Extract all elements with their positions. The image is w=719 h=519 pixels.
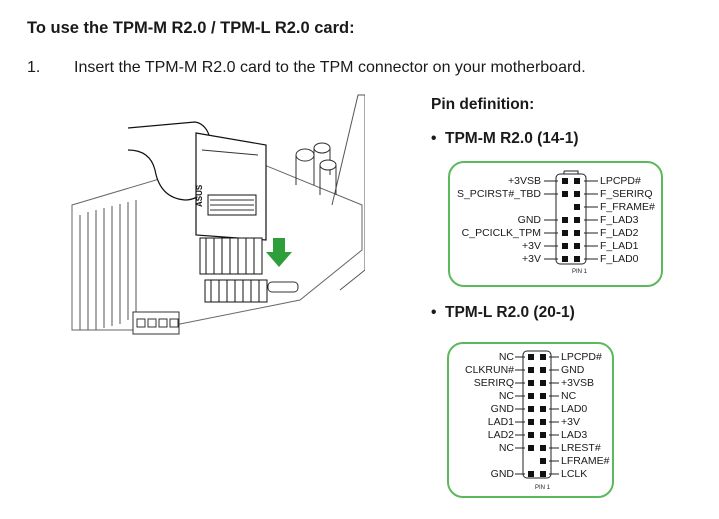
tpm-m-right-pin-1: LPCPD# [600, 175, 641, 187]
tpm-l-left-pin-8: NC [498, 442, 514, 454]
tpm-l-left-pin-4: NC [498, 390, 514, 402]
tpm-l-right-pin-3: +3VSB [561, 377, 594, 389]
tpm-l-left-pin-7: LAD2 [487, 429, 514, 441]
tpm-m-left-pin-7: +3V [522, 253, 541, 265]
tpm-l-right-pin-8: LREST# [561, 442, 601, 454]
tpm-m-pin-diagram: +3VSB S_PCIRST#_TBD GND C_PCICLK_TPM +3V… [448, 161, 663, 287]
tpm-l-right-pin-9: LFRAME# [561, 455, 610, 467]
tpm-install-illustration: ASUS [71, 94, 365, 335]
tpm-l-left-pin-2: CLKRUN# [464, 364, 514, 376]
tpm-l-right-pin-4: NC [561, 390, 577, 402]
tpm-l-heading: •TPM-L R2.0 (20-1) [431, 304, 575, 321]
step-text: Insert the TPM-M R2.0 card to the TPM co… [74, 59, 586, 76]
insert-arrow-icon [266, 238, 292, 267]
tpm-l-left-pin-5: GND [490, 403, 514, 415]
tpm-l-right-pin-10: LCLK [561, 468, 588, 480]
tpm-m-right-pin-2: F_SERIRQ [600, 188, 653, 200]
pin-definition-title: Pin definition: [431, 96, 535, 113]
asus-logo-text: ASUS [195, 184, 204, 207]
tpm-l-title: TPM-L R2.0 (20-1) [445, 304, 575, 321]
tpm-l-right-pin-7: LAD3 [561, 429, 588, 441]
tpm-m-pin1-label: PIN 1 [572, 269, 588, 275]
heatsink-graphic [79, 200, 137, 330]
tpm-m-heading: •TPM-M R2.0 (14-1) [431, 130, 579, 147]
tpm-l-left-pin-1: NC [498, 351, 514, 363]
tpm-m-left-pin-1: +3VSB [508, 175, 541, 187]
tpm-m-left-pin-6: +3V [522, 240, 541, 252]
tpm-m-right-pin-4: F_LAD3 [600, 214, 639, 226]
tpm-m-left-pin-5: C_PCICLK_TPM [461, 227, 541, 239]
tpm-m-header-graphic [544, 170, 598, 265]
tpm-l-left-pin-6: LAD1 [487, 416, 514, 428]
tpm-l-right-pin-6: +3V [561, 416, 580, 428]
tpm-m-right-pin-3: F_FRAME# [600, 201, 655, 213]
tpm-m-left-pin-2: S_PCIRST#_TBD [456, 188, 541, 200]
tpm-l-right-pin-2: GND [561, 364, 585, 376]
tpm-l-right-pin-1: LPCPD# [561, 351, 602, 363]
tpm-m-right-pin-6: F_LAD1 [600, 240, 639, 252]
step-number: 1. [27, 59, 41, 76]
page-heading: To use the TPM-M R2.0 / TPM-L R2.0 card: [27, 19, 355, 37]
tpm-l-header-graphic [515, 350, 559, 479]
tpm-m-title: TPM-M R2.0 (14-1) [445, 130, 579, 147]
tpm-l-pin1-label: PIN 1 [535, 485, 551, 491]
tpm-m-left-pin-4: GND [517, 214, 541, 226]
tpm-l-right-pin-5: LAD0 [561, 403, 588, 415]
tpm-l-pin-diagram: NC CLKRUN# SERIRQ NC GND LAD1 LAD2 NC GN… [447, 342, 614, 498]
tpm-l-left-pin-3: SERIRQ [473, 377, 514, 389]
tpm-m-right-pin-7: F_LAD0 [600, 253, 639, 265]
tpm-m-right-pin-5: F_LAD2 [600, 227, 639, 239]
tpm-l-left-pin-10: GND [490, 468, 514, 480]
